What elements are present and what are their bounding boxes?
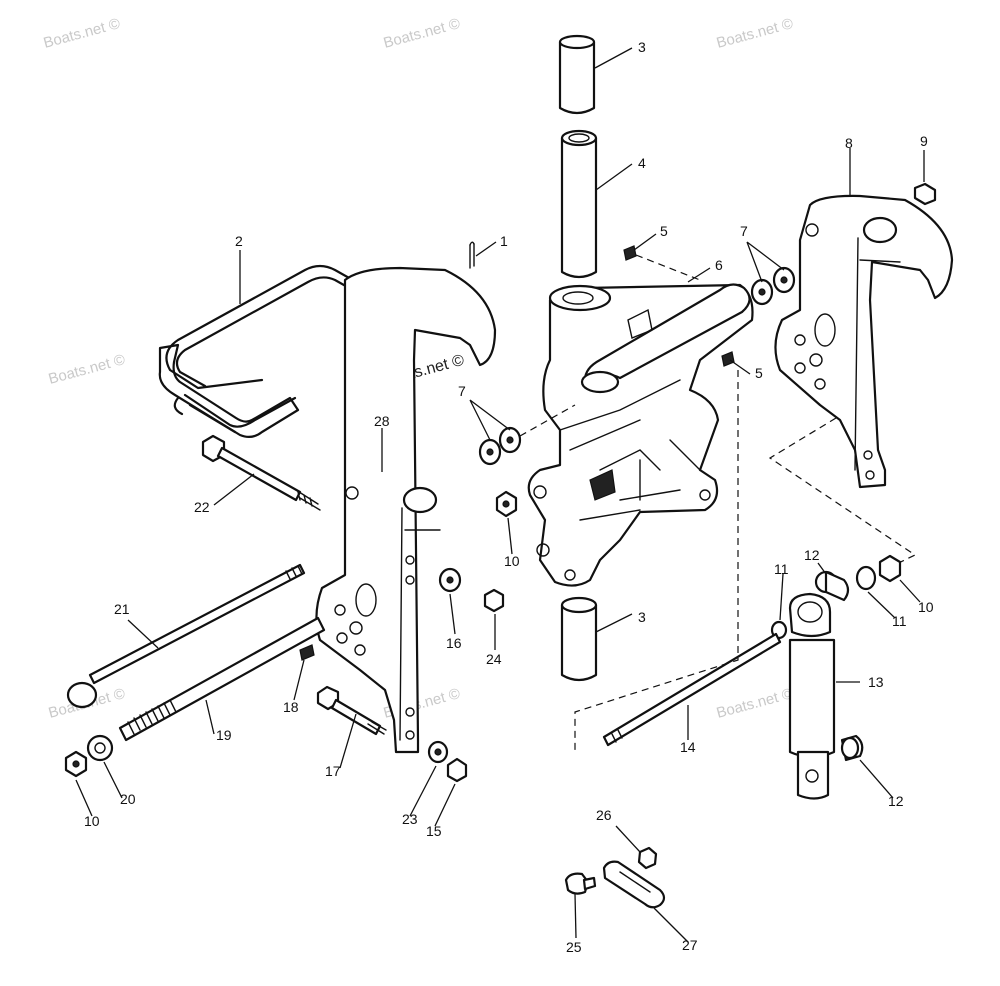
callout: 25	[566, 939, 582, 955]
callout: 11	[892, 613, 907, 629]
callout: 7	[740, 223, 748, 239]
grease-fitting-18	[299, 644, 315, 661]
bolt-14	[602, 632, 782, 747]
callout: 7	[458, 383, 466, 399]
callout: 14	[680, 739, 696, 755]
cotter-pin	[469, 241, 475, 269]
bolt-22	[201, 434, 321, 511]
grease-fitting-upper	[623, 245, 637, 261]
callout: 6	[715, 257, 723, 273]
callout: 17	[325, 763, 341, 779]
washer-right	[750, 266, 796, 306]
dash-line	[519, 404, 576, 437]
watermark: Boats.net ©	[382, 15, 462, 52]
callout: 3	[638, 609, 646, 625]
callout: 10	[504, 553, 520, 569]
nut-24	[483, 588, 505, 613]
dash-line	[768, 417, 917, 573]
nut-10-center	[495, 490, 518, 518]
callout: 15	[426, 823, 442, 839]
swivel-bracket	[527, 283, 754, 587]
callout: 20	[120, 791, 136, 807]
callout: 28	[374, 413, 390, 429]
washer-16	[438, 567, 462, 593]
callout: 21	[114, 601, 130, 617]
swivel-tube	[560, 129, 598, 279]
bushing-12-lower	[840, 734, 864, 762]
callout: 13	[868, 674, 884, 690]
watermark: Boats.net ©	[715, 685, 795, 722]
nut-9	[913, 182, 937, 206]
callout: 2	[235, 233, 243, 249]
callout: 1	[500, 233, 508, 249]
bushing-top	[558, 34, 596, 115]
callout: 16	[446, 635, 462, 651]
nut-10-left	[64, 750, 88, 778]
callout: 23	[402, 811, 418, 827]
nut-26	[637, 846, 658, 870]
callout: 18	[283, 699, 299, 715]
clamp-bracket-right	[774, 194, 954, 489]
callout: 5	[755, 365, 763, 381]
callout: 5	[660, 223, 668, 239]
leader-lines	[75, 47, 925, 943]
callout: 27	[682, 937, 698, 953]
nut-10-right	[878, 554, 902, 583]
callout: 9	[920, 133, 928, 149]
washer-left	[478, 426, 522, 466]
callout: 26	[596, 807, 612, 823]
callout: 12	[888, 793, 904, 809]
watermark: Boats.net ©	[715, 15, 795, 52]
callout: 11	[774, 561, 789, 577]
watermark: Boats.net ©	[47, 351, 127, 388]
tilt-tube-19	[118, 616, 326, 742]
bolt-17	[316, 685, 387, 736]
washer-20	[86, 734, 114, 762]
watermark: Boats.net ©	[42, 15, 122, 52]
bushing-12-upper	[814, 570, 850, 602]
callout: 4	[638, 155, 646, 171]
callout: 10	[918, 599, 934, 615]
callout: 8	[845, 135, 853, 151]
callout: 3	[638, 39, 646, 55]
bolt-21	[66, 563, 306, 709]
callout: 22	[194, 499, 210, 515]
callout: 10	[84, 813, 100, 829]
plate-27	[602, 860, 666, 909]
grease-fitting-lower	[721, 351, 735, 367]
callout: 12	[804, 547, 820, 563]
washer-23	[427, 740, 449, 764]
callout: 24	[486, 651, 502, 667]
trim-cylinder	[788, 592, 836, 800]
callout: 19	[216, 727, 232, 743]
dash-line	[635, 254, 701, 281]
washer-11-right	[855, 565, 877, 591]
bushing-bottom	[560, 596, 598, 682]
nut-15	[446, 757, 468, 783]
dash-line	[574, 370, 739, 750]
screw-25	[564, 872, 597, 895]
